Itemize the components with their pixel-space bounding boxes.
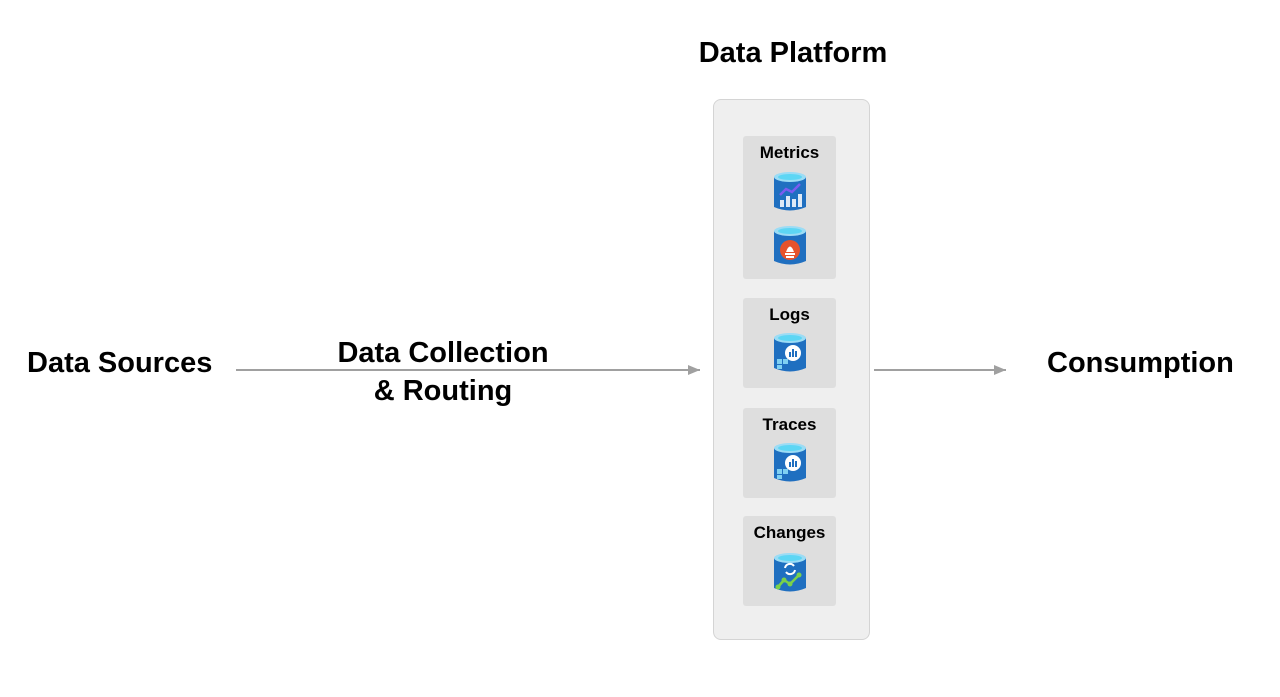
store-label: Changes <box>753 523 826 542</box>
log-analytics-database-icon <box>774 333 806 372</box>
change-analysis-database-icon <box>774 553 806 592</box>
consumption-label: Consumption <box>1047 347 1234 379</box>
prometheus-database-icon <box>774 226 806 265</box>
metrics-database-icon <box>774 172 806 211</box>
store-card-changes[interactable]: Changes <box>743 516 836 606</box>
store-card-logs[interactable]: Logs <box>743 298 836 388</box>
store-card-traces[interactable]: Traces <box>743 408 836 498</box>
data-collection-text: Data Collection & Routing <box>337 337 549 407</box>
log-analytics-database-icon <box>774 443 806 482</box>
store-label: Logs <box>769 305 810 324</box>
data-collection-label: Data Collection & Routing <box>330 334 556 410</box>
platform-title: Data Platform <box>698 37 888 69</box>
data-sources-label: Data Sources <box>27 347 213 379</box>
store-card-metrics[interactable]: Metrics <box>743 136 836 279</box>
store-label: Traces <box>762 415 817 434</box>
store-label: Metrics <box>759 143 820 162</box>
